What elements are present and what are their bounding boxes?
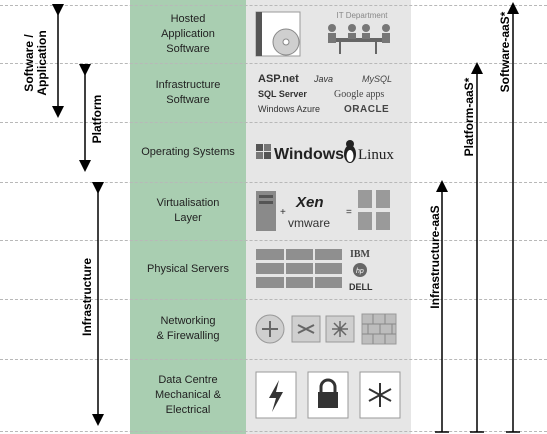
separator-line: [0, 299, 547, 300]
separator-line: [0, 240, 547, 241]
layer-label-operating-systems: Operating Systems: [141, 145, 235, 158]
oracle-logo: ORACLE: [344, 104, 389, 115]
platform-label: Platform: [90, 94, 104, 144]
snowflake-icon: [368, 383, 392, 407]
electricity-icon: [269, 380, 283, 412]
it-department-meeting-icon: [328, 24, 390, 54]
operating-systems-logos: Windows Linux: [252, 126, 404, 179]
infrastructure-software-logos: ASP.net Java MySQL SQL Server Google app…: [252, 66, 404, 119]
left-bracket-arrows: [52, 4, 104, 426]
virtual-servers-icon: [358, 190, 390, 230]
layer-label-data-centre: Data Centre Mechanical & Electrical: [154, 373, 222, 416]
hub-icon: [325, 315, 355, 343]
firewall-icon: [361, 313, 397, 345]
server-tower-icon: [256, 191, 276, 231]
separator-line: [0, 5, 547, 6]
router-icon: [255, 314, 285, 344]
software-application-label: Software / Application: [22, 30, 49, 96]
layer-label-networking: Networking & Firewalling: [156, 315, 220, 342]
tux-penguin-icon: [344, 140, 356, 163]
switch-icon: [291, 315, 321, 343]
hp-logo-icon: [353, 263, 367, 277]
infrastructure-aas-label: Infrastructure-aaS: [428, 205, 442, 309]
separator-line: [0, 359, 547, 360]
sqlserver-logo: SQL Server: [258, 89, 307, 99]
windows-azure-logo: Windows Azure: [258, 104, 320, 114]
padlock-icon: [318, 378, 338, 408]
layer-label-hosted-application: Hosted Application Software: [161, 12, 215, 55]
separator-line: [0, 63, 547, 64]
dell-logo: DELL: [349, 282, 373, 292]
physical-servers-illustration: IBM hp DELL: [252, 243, 404, 296]
windows-logo: Windows: [274, 146, 344, 163]
ibm-logo: IBM: [350, 249, 371, 260]
aspnet-logo: ASP.net: [258, 73, 299, 85]
layer-label-infrastructure-software: Infrastructure Software: [155, 78, 221, 106]
xen-logo: Xen: [295, 194, 324, 211]
layer-label-physical-servers: Physical Servers: [147, 263, 229, 275]
server-rack-icon: [256, 249, 342, 288]
it-department-label: IT Department: [337, 11, 389, 20]
software-aas-label: Software-aaS*: [498, 11, 512, 93]
java-logo: Java: [313, 74, 333, 84]
svg-text:=: =: [346, 207, 352, 218]
layer-label-column: [130, 0, 246, 434]
mysql-logo: MySQL: [362, 74, 392, 84]
separator-line: [0, 122, 547, 123]
windows-flag-icon: [256, 144, 271, 159]
separator-line: [0, 431, 547, 432]
right-service-arrows: [435, 2, 520, 433]
separator-line: [0, 182, 547, 183]
svg-text:+: +: [280, 207, 286, 218]
linux-logo: Linux: [358, 147, 394, 163]
data-centre-illustration: [252, 362, 404, 428]
networking-illustration: [252, 303, 404, 356]
vmware-logo: vmware: [288, 216, 330, 230]
infrastructure-label: Infrastructure: [80, 257, 94, 337]
platform-aas-label: Platform-aaS*: [462, 77, 476, 157]
hp-logo: hp: [356, 268, 364, 275]
virtualisation-illustration: + Xen vmware =: [252, 185, 404, 238]
googleapps-logo: Google apps: [334, 89, 384, 100]
layer-label-virtualisation: Virtualisation Layer: [156, 197, 220, 224]
hosted-application-illustration: IT Department: [252, 8, 404, 60]
